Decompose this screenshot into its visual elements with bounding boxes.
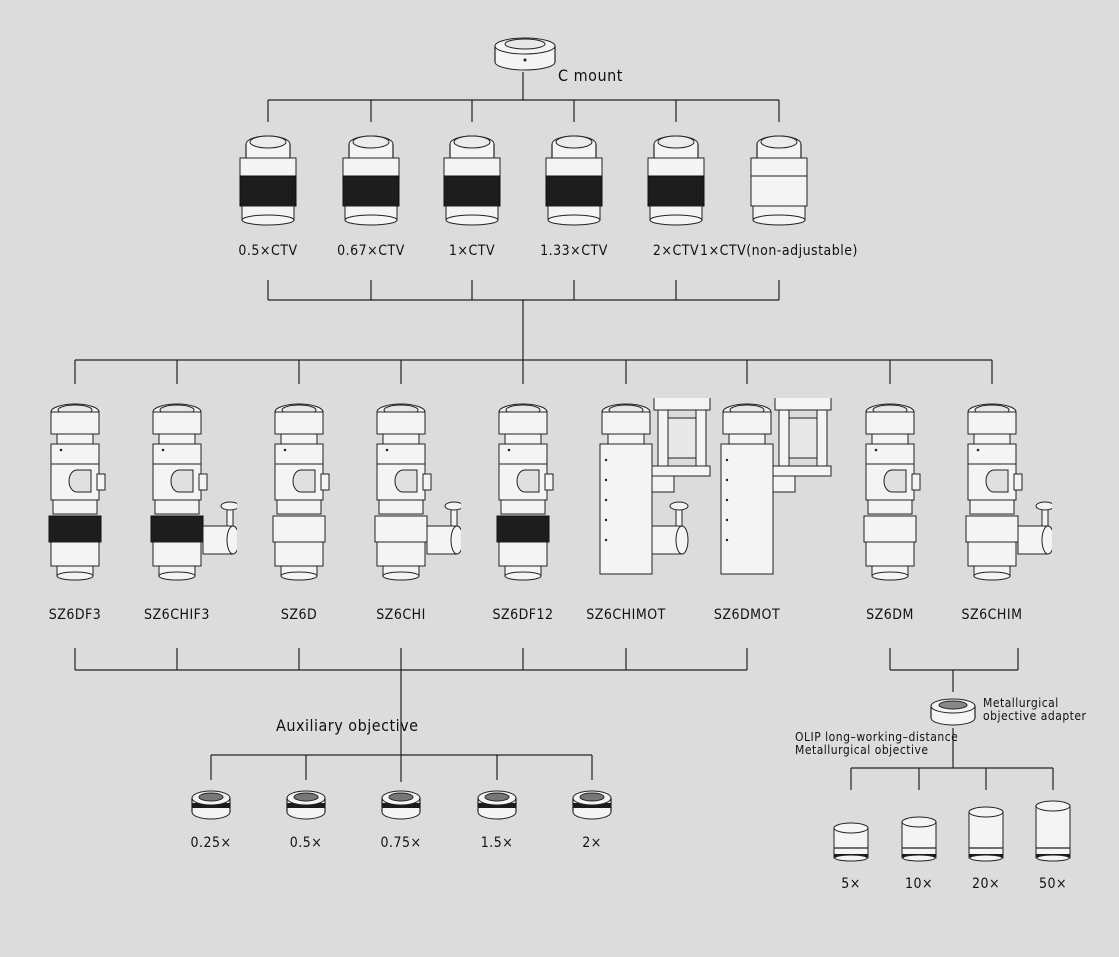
olip-objective-label-1: OLIP long–working–distance: [795, 730, 959, 744]
metallurgical-objective-label: 50×: [1038, 876, 1068, 892]
zoom-body-icon: [863, 403, 921, 581]
metallurgical-objective-icon: [901, 816, 937, 862]
ctv-adapter-icon: [342, 135, 400, 226]
zoom-body-label: SZ6DMOT: [713, 607, 781, 623]
zoom-body-label: SZ6CHIF3: [144, 607, 210, 623]
metallurgical-adapter-label-2: objective adapter: [983, 709, 1087, 723]
auxiliary-objective-label: 2×: [582, 835, 602, 851]
auxiliary-objective-label: 1.5×: [480, 835, 514, 851]
zoom-body-icon: [272, 403, 330, 581]
ctv-label: 1×CTV: [448, 243, 496, 259]
auxiliary-objective-icon: [381, 790, 421, 820]
ctv-label: 0.67×CTV: [337, 243, 405, 259]
zoom-body-icon: [374, 403, 461, 581]
auxiliary-objective-label: 0.25×: [190, 835, 232, 851]
auxiliary-objective-icon: [572, 790, 612, 820]
zoom-body-icon: [599, 398, 711, 575]
auxiliary-objective-icon: [477, 790, 517, 820]
zoom-body-label: SZ6CHIMOT: [586, 607, 666, 623]
auxiliary-objective-icon: [191, 790, 231, 820]
zoom-body-icon: [965, 403, 1052, 581]
auxiliary-objective-label: 0.75×: [380, 835, 422, 851]
zoom-body-label: SZ6D: [280, 607, 318, 623]
metallurgical-objective-icon: [833, 822, 869, 862]
auxiliary-objective-title: Auxiliary objective: [276, 716, 419, 735]
ctv-label: 0.5×CTV: [238, 243, 298, 259]
ctv-adapter-icon: [239, 135, 297, 226]
olip-objective-label-2: Metallurgical objective: [795, 743, 929, 757]
c-mount-icon: [494, 37, 556, 71]
zoom-body-icon: [496, 403, 554, 581]
ctv-label: 1.33×CTV: [540, 243, 608, 259]
metallurgical-adapter-label-1: Metallurgical: [983, 696, 1059, 710]
ctv-label: 2×CTV: [652, 243, 700, 259]
metallurgical-objective-label: 10×: [904, 876, 934, 892]
zoom-body-icon: [720, 398, 832, 575]
ctv-adapter-icon: [443, 135, 501, 226]
zoom-body-label: SZ6DF3: [48, 607, 102, 623]
metallurgical-objective-label: 20×: [971, 876, 1001, 892]
zoom-body-label: SZ6DM: [866, 607, 914, 623]
c-mount-label: C mount: [558, 66, 623, 85]
ctv-label: 1×CTV(non-adjustable): [700, 243, 858, 259]
auxiliary-objective-icon: [286, 790, 326, 820]
zoom-body-icon: [48, 403, 106, 581]
zoom-body-icon: [150, 403, 237, 581]
ctv-adapter-icon: [545, 135, 603, 226]
auxiliary-objective-label: 0.5×: [289, 835, 323, 851]
metallurgical-objective-icon: [1035, 800, 1071, 862]
zoom-body-label: SZ6CHIM: [961, 607, 1023, 623]
metallurgical-objective-icon: [968, 806, 1004, 862]
metallurgical-adapter-icon: [930, 698, 976, 726]
metallurgical-objective-label: 5×: [841, 876, 861, 892]
ctv-adapter-icon: [647, 135, 705, 226]
zoom-body-label: SZ6CHI: [376, 607, 426, 623]
ctv-adapter-icon: [750, 135, 808, 226]
zoom-body-label: SZ6DF12: [492, 607, 554, 623]
